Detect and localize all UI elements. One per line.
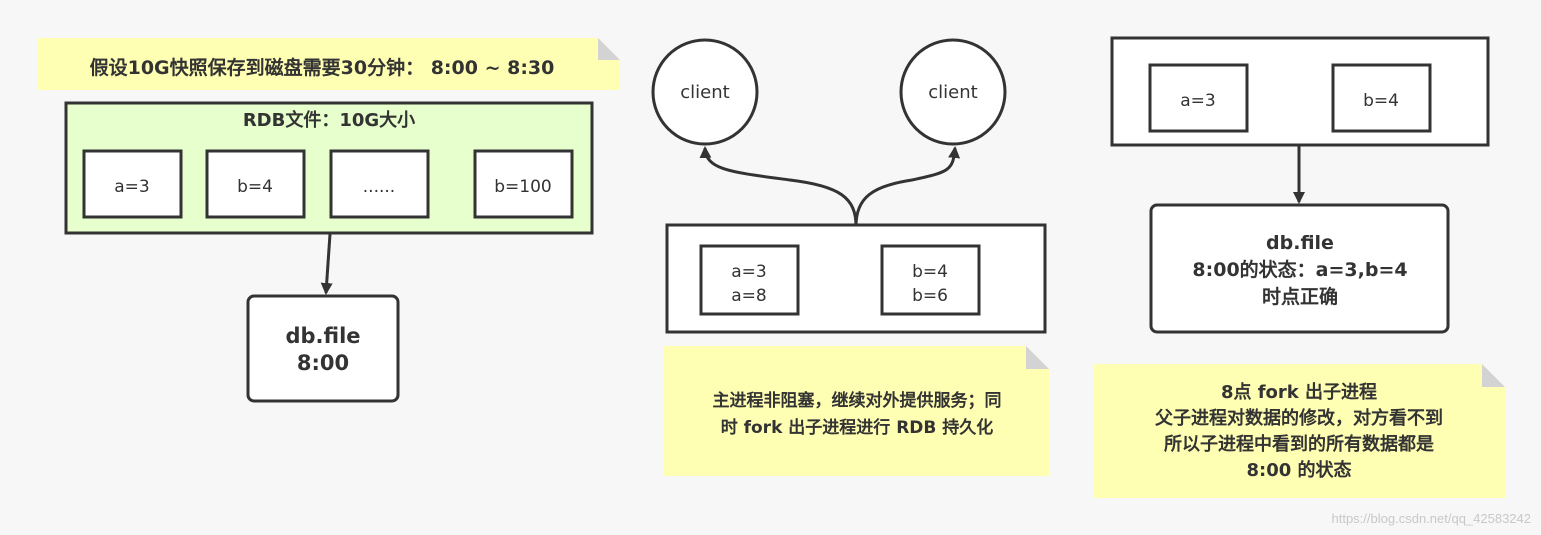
watermark: https://blog.csdn.net/qq_42583242 [1332,511,1532,526]
middle-note: 主进程非阻塞，继续对外提供服务；同 时 fork 出子进程进行 RDB 持久化 [664,346,1049,476]
left-note-text: 假设10G快照保存到磁盘需要30分钟： 8:00 ~ 8:30 [90,56,555,79]
client-right: client [899,38,1007,146]
rdb-cell-3-label: ...... [363,177,395,197]
main-cell-a-line1: a=3 [731,262,766,282]
client-left: client [651,38,759,146]
rdb-cell-1 [82,149,183,219]
middle-note-line1: 主进程非阻塞，继续对外提供服务；同 [713,390,1002,411]
main-cell-b-line2: b=6 [912,286,948,306]
right-dbfile-line1: db.file [1266,232,1334,254]
main-to-client-left-arrow [699,146,858,227]
right-dbfile-box: db.file 8:00的状态：a=3,b=4 时点正确 [1149,203,1450,334]
right-note-line4: 8:00 的状态 [1246,459,1351,481]
left-dbfile-box: db.file 8:00 [246,294,400,403]
left-section: 假设10G快照保存到磁盘需要30分钟： 8:00 ~ 8:30 RDB文件：10… [38,38,620,403]
client-right-label: client [928,82,977,103]
main-cell-a-line2: a=8 [731,286,766,306]
main-process-box: a=3 a=8 b=4 b=6 [665,223,1047,334]
main-cell-b [880,244,981,316]
right-section: a=3 b=4 db.file 8:00的状态：a=3,b=4 时点正确 8点 … [1094,36,1505,498]
rdb-cell-1-label: a=3 [114,177,149,197]
rdb-cell-2-label: b=4 [237,177,273,197]
child-cell-b [1331,63,1432,133]
right-note-line2: 父子进程对数据的修改，对方看不到 [1155,407,1443,429]
middle-note-line2: 时 fork 出子进程进行 RDB 持久化 [721,417,994,438]
client-left-label: client [680,82,729,103]
rdb-to-dbfile-arrow [320,233,333,295]
child-cell-a [1148,63,1249,133]
rdb-file-title: RDB文件：10G大小 [243,109,415,131]
left-note: 假设10G快照保存到磁盘需要30分钟： 8:00 ~ 8:30 [38,38,620,90]
main-cell-a [699,244,800,316]
right-dbfile-line2: 8:00的状态：a=3,b=4 [1192,258,1407,281]
middle-section: client client a=3 a=8 b=4 b=6 主进程非阻塞，继续对… [651,38,1049,476]
main-to-client-right-arrow [854,146,961,227]
right-note-line1: 8点 fork 出子进程 [1221,381,1377,403]
rdb-cell-4-label: b=100 [494,177,551,197]
rdb-cell-3 [329,149,430,219]
right-note: 8点 fork 出子进程 父子进程对数据的修改，对方看不到 所以子进程中看到的所… [1094,364,1505,498]
right-note-line3: 所以子进程中看到的所有数据都是 [1164,433,1434,455]
rdb-cell-4 [473,149,574,219]
right-dbfile-line3: 时点正确 [1262,285,1338,308]
left-dbfile-line2: 8:00 [297,351,349,375]
child-process-box: a=3 b=4 [1110,36,1490,147]
child-cell-a-label: a=3 [1180,91,1215,111]
main-cell-b-line1: b=4 [912,262,948,282]
rdb-file-box: RDB文件：10G大小 a=3 b=4 ...... b=100 [64,101,594,235]
child-cell-b-label: b=4 [1363,91,1399,111]
rdb-cell-2 [205,149,306,219]
left-dbfile-line1: db.file [285,324,360,348]
